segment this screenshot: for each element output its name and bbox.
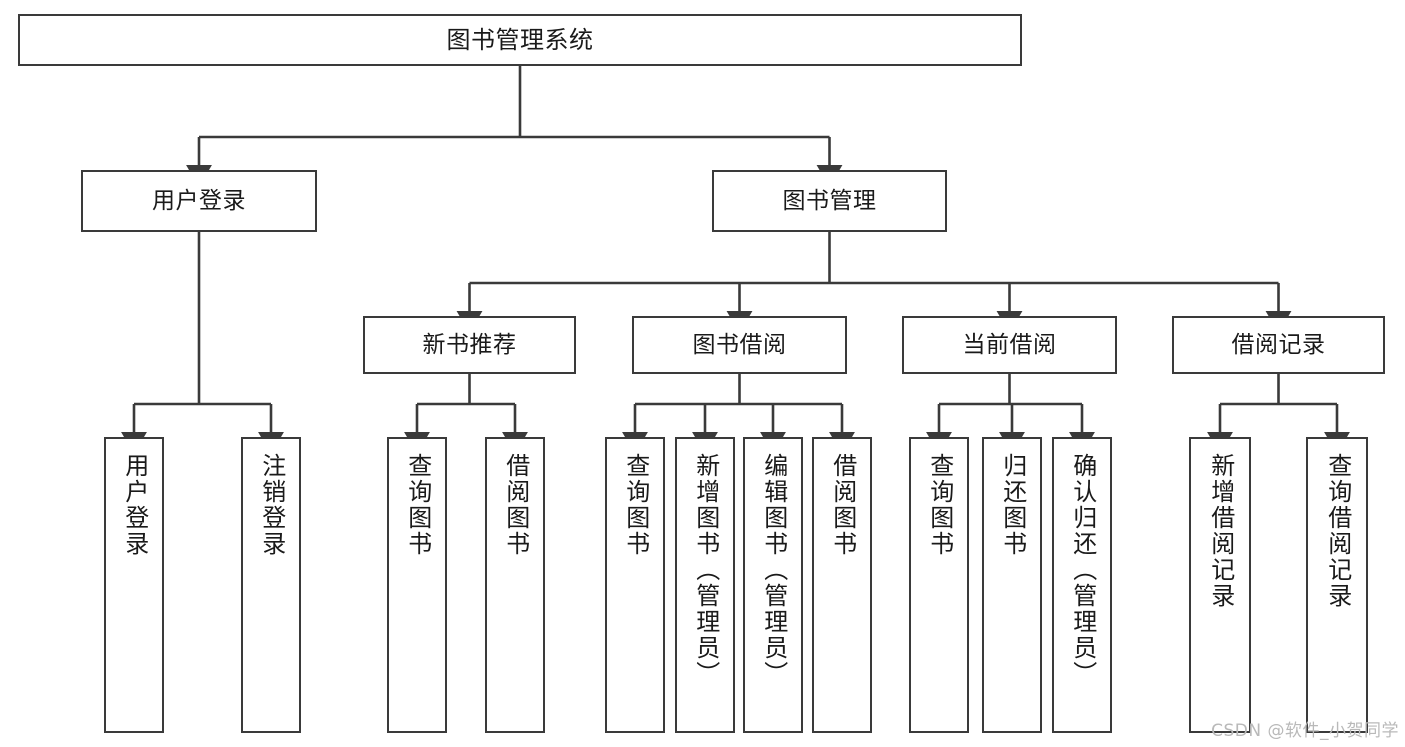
node-leaf1[interactable]: 用户登录 bbox=[104, 437, 164, 733]
node-label: 图书管理系统 bbox=[446, 26, 594, 54]
node-label: 图书管理 bbox=[782, 187, 877, 214]
node-login[interactable]: 用户登录 bbox=[81, 170, 317, 232]
node-label: 当前借阅 bbox=[962, 331, 1057, 358]
node-leaf10[interactable]: 归还图书 bbox=[982, 437, 1042, 733]
node-label: 借阅图书 bbox=[501, 453, 530, 557]
node-newbook[interactable]: 新书推荐 bbox=[363, 316, 576, 374]
node-label: 编辑图书（管理员） bbox=[759, 453, 788, 687]
node-label: 查询图书 bbox=[403, 453, 432, 557]
node-leaf11[interactable]: 确认归还（管理员） bbox=[1052, 437, 1112, 733]
node-leaf13[interactable]: 查询借阅记录 bbox=[1306, 437, 1368, 733]
node-leaf7[interactable]: 编辑图书（管理员） bbox=[743, 437, 803, 733]
node-label: 用户登录 bbox=[120, 453, 149, 557]
node-label: 新书推荐 bbox=[422, 331, 517, 358]
node-leaf12[interactable]: 新增借阅记录 bbox=[1189, 437, 1251, 733]
node-label: 用户登录 bbox=[152, 187, 246, 214]
node-leaf9[interactable]: 查询图书 bbox=[909, 437, 969, 733]
node-root[interactable]: 图书管理系统 bbox=[18, 14, 1022, 66]
node-leaf5[interactable]: 查询图书 bbox=[605, 437, 665, 733]
node-bookmgmt[interactable]: 图书管理 bbox=[712, 170, 947, 232]
node-label: 新增图书（管理员） bbox=[691, 453, 720, 687]
node-label: 借阅图书 bbox=[828, 453, 857, 557]
node-leaf3[interactable]: 查询图书 bbox=[387, 437, 447, 733]
node-leaf4[interactable]: 借阅图书 bbox=[485, 437, 545, 733]
node-leaf8[interactable]: 借阅图书 bbox=[812, 437, 872, 733]
node-label: 归还图书 bbox=[998, 453, 1027, 557]
node-label: 查询借阅记录 bbox=[1323, 453, 1352, 609]
node-label: 查询图书 bbox=[925, 453, 954, 557]
watermark-text: CSDN @软件_小贺同学 bbox=[1211, 721, 1399, 741]
node-label: 注销登录 bbox=[257, 453, 286, 557]
node-label: 确认归还（管理员） bbox=[1068, 453, 1097, 687]
node-records[interactable]: 借阅记录 bbox=[1172, 316, 1385, 374]
node-label: 查询图书 bbox=[621, 453, 650, 557]
node-borrow[interactable]: 图书借阅 bbox=[632, 316, 847, 374]
node-label: 图书借阅 bbox=[692, 331, 787, 358]
node-leaf6[interactable]: 新增图书（管理员） bbox=[675, 437, 735, 733]
node-leaf2[interactable]: 注销登录 bbox=[241, 437, 301, 733]
node-label: 新增借阅记录 bbox=[1206, 453, 1235, 609]
node-current[interactable]: 当前借阅 bbox=[902, 316, 1117, 374]
node-label: 借阅记录 bbox=[1231, 331, 1326, 358]
